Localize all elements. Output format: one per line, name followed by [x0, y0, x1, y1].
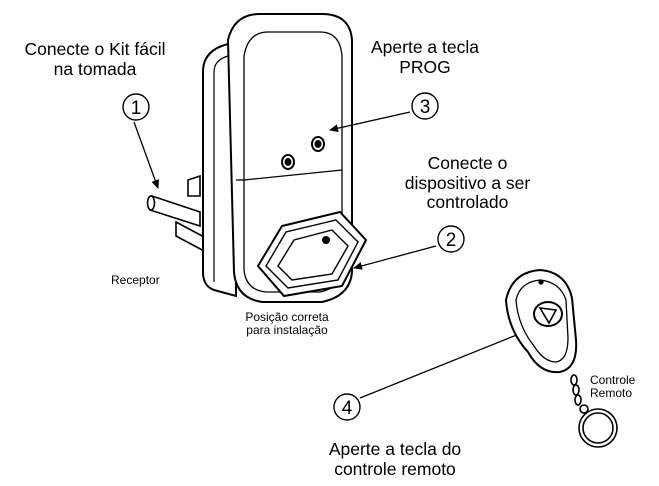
- step-1-number: 1: [131, 98, 142, 119]
- receptor-label: Receptor: [111, 273, 160, 287]
- prog-buttons: [281, 136, 325, 170]
- remote-control-label: Controle Remoto: [590, 373, 636, 401]
- step-3-number: 3: [420, 97, 431, 118]
- step-2-number: 2: [446, 230, 457, 251]
- socket-outlet: [256, 210, 368, 298]
- keychain: [570, 374, 618, 448]
- step-1-instruction: Conecte o Kit fácil na tomada: [24, 39, 166, 79]
- step-3-instruction: Aperte a tecla PROG: [371, 37, 479, 77]
- plug-pins: [146, 174, 207, 254]
- installation-position-label: Posição correta para instalação: [245, 310, 329, 338]
- remote-control: [504, 268, 578, 374]
- step-2-instruction: Conecte o dispositivo a ser controlado: [404, 153, 531, 213]
- step-4-number: 4: [342, 398, 353, 419]
- step-4-instruction: Aperte a tecla do controle remoto: [328, 439, 462, 479]
- step-circles: [122, 92, 465, 421]
- pointer-arrows: [133, 111, 525, 399]
